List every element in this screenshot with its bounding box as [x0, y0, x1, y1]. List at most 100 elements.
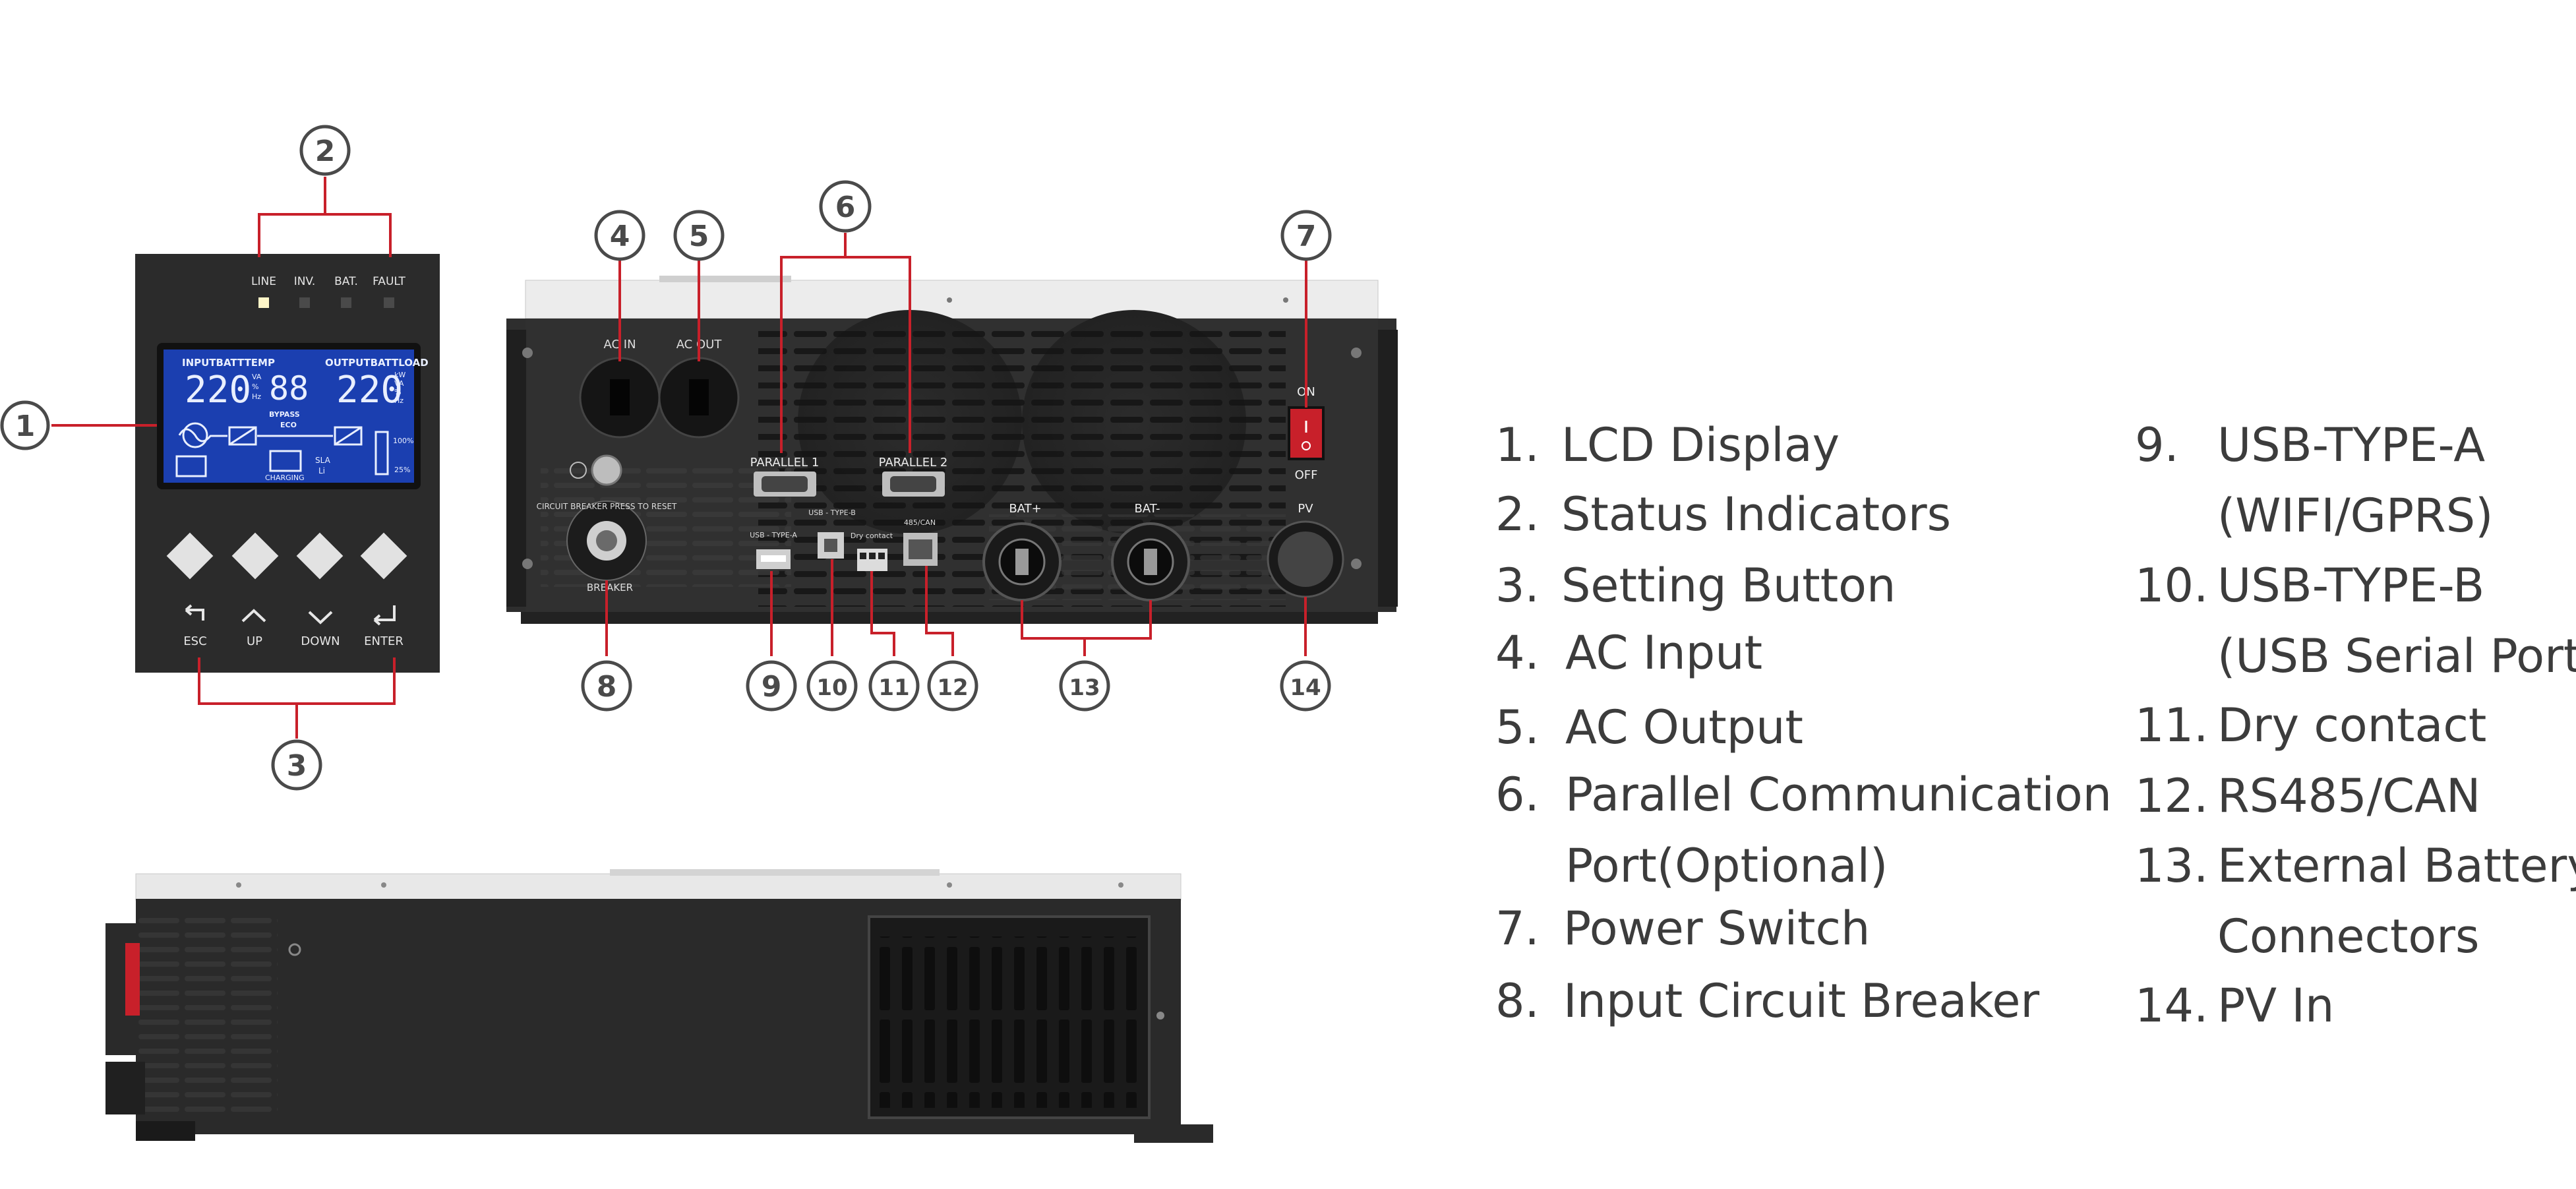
enter-button[interactable]: ENTER — [360, 532, 407, 648]
status-indicators: LINE INV. BAT. FAULT — [251, 275, 406, 308]
lcd-unit-va-right: VA — [394, 379, 404, 388]
fan-grilles — [541, 310, 1286, 607]
legend-num-14: 14. — [2135, 979, 2209, 1033]
indicator-led-fault — [384, 297, 394, 308]
callout-13-label: 13 — [1069, 675, 1100, 701]
legend-text-9a: USB-TYPE-A — [2217, 418, 2486, 472]
indicator-label-bat: BAT. — [334, 275, 358, 288]
callout-line-13 — [1021, 600, 1152, 656]
callout-2-label: 2 — [315, 135, 336, 168]
lcd-output-value: 220 — [336, 369, 403, 412]
front-panel: LINE INV. BAT. FAULT INPUTBATTTEMP OUTPU… — [135, 254, 440, 673]
callout-14-label: 14 — [1290, 675, 1321, 701]
down-button[interactable]: DOWN — [296, 532, 344, 648]
lcd-unit-pct-left: % — [252, 382, 258, 391]
callout-7: 7 — [1280, 210, 1332, 261]
callout-12: 12 — [927, 660, 978, 712]
usb-type-a-port: USB - TYPE-A — [750, 531, 797, 569]
indicator-led-bat — [341, 297, 351, 308]
legend-text-10a: USB-TYPE-B — [2217, 559, 2485, 613]
callout-8: 8 — [581, 660, 632, 712]
callout-12-label: 12 — [937, 675, 968, 701]
legend-text-13a: External Battery — [2217, 839, 2576, 893]
legend-num-6: 6. — [1495, 768, 1540, 822]
bat-neg-label: BAT- — [1134, 502, 1160, 516]
legend-text-13b: Connectors — [2217, 909, 2480, 963]
pv-label: PV — [1298, 502, 1313, 516]
lcd-unit-va-left: VA — [252, 373, 262, 381]
lcd-unit-kw-right: kW — [394, 371, 405, 379]
lcd-unit-hz-left: Hz — [252, 392, 261, 401]
callout-markers: 1 2 3 4 5 6 7 8 9 10 11 12 13 14 — [0, 125, 1332, 791]
legend-num-3: 3. — [1495, 559, 1540, 613]
callout-11-label: 11 — [878, 675, 909, 701]
breaker-ring-label: CIRCUIT BREAKER PRESS TO RESET — [537, 502, 677, 511]
legend-num-11: 11. — [2135, 698, 2209, 752]
legend-text-7: Power Switch — [1563, 901, 1871, 956]
callout-3-label: 3 — [287, 749, 307, 783]
dry-contact-label: Dry contact — [851, 532, 893, 540]
lcd-unit-pct-right: % — [394, 388, 401, 396]
legend-text-8: Input Circuit Breaker — [1563, 974, 2040, 1028]
lcd-center-value: 88 — [269, 369, 309, 408]
usb-type-b-port: USB - TYPE-B — [808, 508, 856, 559]
setting-buttons: ESC UP DOWN ENTER — [166, 532, 407, 648]
switch-off-label: OFF — [1295, 468, 1318, 482]
esc-button[interactable]: ESC — [166, 532, 214, 648]
callout-line-2 — [258, 177, 392, 257]
power-switch[interactable]: ON OFF — [1288, 385, 1325, 482]
chevron-down-icon — [308, 611, 333, 625]
esc-arrow-icon — [185, 604, 204, 621]
legend-num-5: 5. — [1495, 700, 1540, 754]
callout-line-6 — [780, 233, 911, 453]
enter-arrow-icon — [373, 605, 396, 626]
legend-text-9b: (WIFI/GPRS) — [2217, 489, 2494, 543]
down-label: DOWN — [301, 634, 340, 648]
lcd-bypass: BYPASS — [269, 410, 300, 419]
lcd-display: INPUTBATTTEMP OUTPUTBATTLOAD 220 88 220 … — [157, 343, 429, 489]
legend-num-2: 2. — [1495, 487, 1540, 541]
callout-7-label: 7 — [1296, 220, 1317, 253]
lcd-pct-25: 25% — [394, 466, 410, 474]
indicator-label-line: LINE — [251, 275, 276, 288]
legend-num-4: 4. — [1495, 626, 1540, 680]
legend-num-7: 7. — [1495, 901, 1540, 956]
callout-11: 11 — [868, 660, 920, 712]
lcd-unit-hz-right: Hz — [394, 396, 404, 405]
up-button[interactable]: UP — [231, 532, 279, 648]
enter-label: ENTER — [364, 634, 404, 648]
lcd-mode-sla: SLA — [315, 456, 331, 465]
ac-input-port: AC IN — [579, 338, 661, 439]
rs485-can-port: 485/CAN — [903, 518, 938, 566]
legend-text-3: Setting Button — [1561, 559, 1896, 613]
lcd-mode-li: Li — [318, 466, 325, 475]
legend-num-9: 9. — [2135, 418, 2179, 472]
input-circuit-breaker[interactable]: CIRCUIT BREAKER PRESS TO RESET BREAKER — [537, 501, 677, 594]
rs485-label: 485/CAN — [904, 518, 936, 527]
lcd-input-label: INPUTBATTTEMP — [182, 357, 275, 369]
lcd-charging: CHARGING — [265, 473, 305, 482]
legend-text-5: AC Output — [1565, 700, 1803, 754]
indicator-led-inv — [299, 297, 310, 308]
legend-text-2: Status Indicators — [1561, 487, 1952, 541]
callout-5-label: 5 — [689, 220, 709, 253]
lcd-eco: ECO — [280, 421, 297, 429]
lcd-output-label: OUTPUTBATTLOAD — [325, 357, 429, 369]
breaker-label: BREAKER — [587, 582, 633, 594]
callout-lines — [51, 177, 1307, 739]
callout-9-label: 9 — [762, 670, 782, 704]
callout-10-label: 10 — [816, 675, 847, 701]
legend-text-6b: Port(Optional) — [1565, 839, 1888, 893]
parallel1-label: PARALLEL 1 — [750, 456, 820, 470]
indicator-led-line — [258, 297, 269, 308]
indicator-label-fault: FAULT — [373, 275, 405, 288]
legend-num-13: 13. — [2135, 839, 2209, 893]
ac-output-port: AC OUT — [658, 338, 740, 439]
battery-positive-connector: BAT+ — [982, 502, 1062, 601]
legend-text-6a: Parallel Communication — [1565, 768, 2112, 822]
lcd-flow-icons — [175, 422, 389, 477]
legend-text-4: AC Input — [1565, 626, 1763, 680]
legend-text-11: Dry contact — [2217, 698, 2487, 752]
rear-panel: AC IN AC OUT PARALLEL 1 PARALLEL 2 ON — [506, 276, 1398, 624]
legend-num-8: 8. — [1495, 974, 1540, 1028]
